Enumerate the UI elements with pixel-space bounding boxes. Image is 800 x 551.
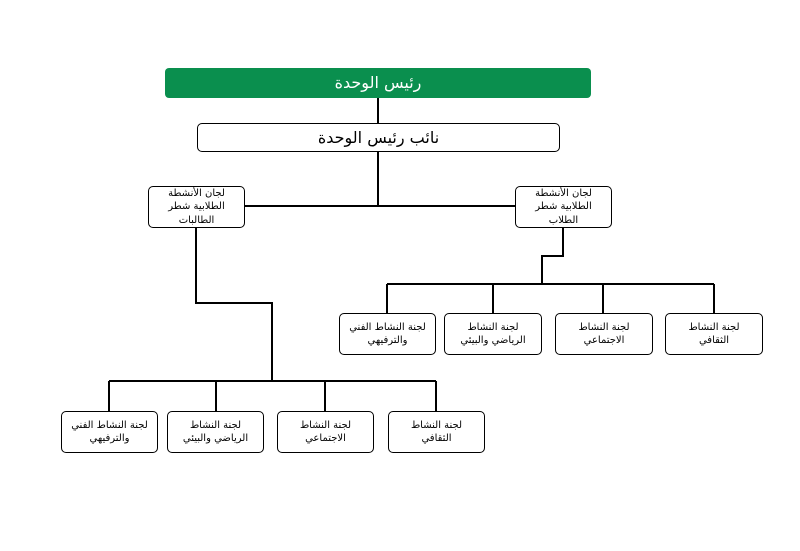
female-committee-box: لجنة النشاط الفني والترفيهي xyxy=(61,411,158,453)
committee-label: لجنة النشاط الفني والترفيهي xyxy=(349,321,426,347)
committee-label: لجنة النشاط الثقافي xyxy=(688,321,740,347)
male-committee-box: لجنة النشاط الرياضي والبيئي xyxy=(444,313,542,355)
male-committee-box: لجنة النشاط الفني والترفيهي xyxy=(339,313,436,355)
female-branch-label: لجان الأنشطة الطلابية شطر الطالبات xyxy=(168,187,225,226)
female-committee-box: لجنة النشاط الرياضي والبيئي xyxy=(167,411,264,453)
female-committee-box: لجنة النشاط الاجتماعي xyxy=(277,411,374,453)
committee-label: لجنة النشاط الفني والترفيهي xyxy=(71,419,148,445)
connector-female-branch xyxy=(195,228,273,381)
connector-male-branch xyxy=(541,228,564,284)
female-branch-box: لجان الأنشطة الطلابية شطر الطالبات xyxy=(148,186,245,228)
male-committee-box: لجنة النشاط الثقافي xyxy=(665,313,763,355)
deputy-head-box: نائب رئيس الوحدة xyxy=(197,123,560,152)
male-committee-box: لجنة النشاط الاجتماعي xyxy=(555,313,653,355)
male-branch-label: لجان الأنشطة الطلابية شطر الطلاب xyxy=(535,187,592,226)
female-committee-box: لجنة النشاط الثقافي xyxy=(388,411,485,453)
committee-label: لجنة النشاط الرياضي والبيئي xyxy=(182,419,249,445)
male-branch-box: لجان الأنشطة الطلابية شطر الطلاب xyxy=(515,186,612,228)
unit-head-label: رئيس الوحدة xyxy=(334,73,422,93)
deputy-head-label: نائب رئيس الوحدة xyxy=(317,127,440,147)
committee-label: لجنة النشاط الثقافي xyxy=(410,419,463,445)
committee-label: لجنة النشاط الاجتماعي xyxy=(299,419,352,445)
unit-head-box: رئيس الوحدة xyxy=(165,68,591,98)
committee-label: لجنة النشاط الاجتماعي xyxy=(578,321,630,347)
committee-label: لجنة النشاط الرياضي والبيئي xyxy=(460,321,526,347)
